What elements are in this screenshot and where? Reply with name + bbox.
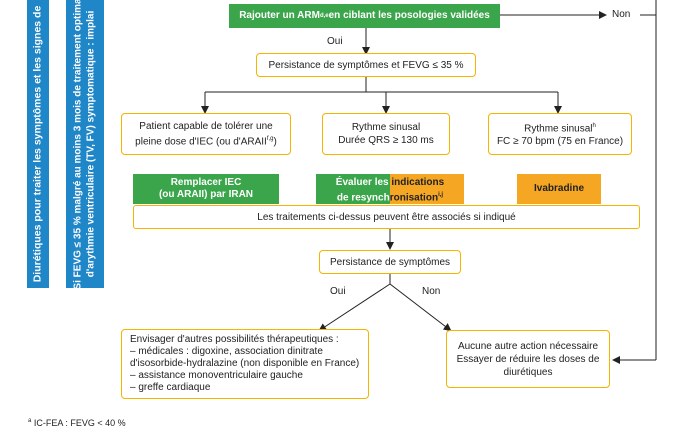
action-right-text: Ivabradine [533, 183, 585, 194]
branch-right-line2: FC ≥ 70 bpm (75 en France) [496, 136, 624, 148]
footnote-text: IC-FEA : FEVG < 40 % [31, 418, 126, 428]
add-arm-text2: en ciblant les posologies validées [328, 10, 490, 21]
action-mid-o2: ronisation [389, 192, 439, 204]
bottom-left-line-3: d'isosorbide-hydralazine (non disponible… [130, 358, 360, 369]
persistance-text-1: Persistance de symptômes et FEVG ≤ 35 % [268, 59, 464, 71]
label-non-2: Non [422, 286, 441, 297]
branch-box-right: Rythme sinusalh FC ≥ 70 bpm (75 en Franc… [488, 113, 632, 155]
bottom-right-line-3: diurétiques [503, 366, 553, 378]
bottom-left-line-2: – médicales : digoxine, association dini… [130, 346, 323, 357]
action-mid-g1: Évaluer les [335, 177, 392, 188]
branch-right-line1: Rythme sinusal [524, 123, 593, 135]
branch-box-left: Patient capable de tolérer une pleine do… [121, 113, 291, 155]
arrow-oui-bottom [318, 283, 391, 332]
branch-right-sup: h [592, 122, 596, 129]
persistance-box-2: Persistance de symptômes [319, 250, 461, 274]
footnote: a IC-FEA : FEVG < 40 % [28, 418, 126, 428]
bottom-right-line-1: Aucune autre action nécessaire [457, 340, 599, 352]
label-oui-1: Oui [327, 36, 343, 47]
action-box-right: Ivabradine [517, 174, 601, 204]
action-mid-orange-bg [390, 174, 464, 204]
action-left-line2: (ou ARAII) par IRAN [158, 189, 254, 200]
add-arm-text: Rajouter un ARM [239, 10, 320, 21]
side-bar-icd: Si FEVG ≤ 35 % malgré au moins 3 mois de… [66, 0, 104, 290]
branch-left-line1: Patient capable de tolérer une [139, 120, 273, 132]
label-non-top: Non [612, 9, 631, 20]
action-mid-g2: de resynch [336, 192, 390, 204]
action-box-left: Remplacer IEC (ou ARAII) par IRAN [133, 174, 279, 204]
branch-box-mid: Rythme sinusal Durée QRS ≥ 130 ms [322, 113, 450, 155]
action-mid-row1: Évaluer les indications [316, 177, 464, 189]
branch-left-line2: pleine dose d'IEC (ou d'ARAII [135, 136, 267, 148]
action-left-line1: Remplacer IEC [170, 177, 242, 188]
branch-left-sup: f,g [266, 135, 274, 142]
action-mid-o1: indications [391, 177, 445, 188]
bottom-right-box: Aucune autre action nécessaire Essayer d… [446, 330, 610, 388]
branch-left-line2-wrap: pleine dose d'IEC (ou d'ARAIIf,g) [135, 133, 277, 148]
arrow-non-bottom [389, 283, 452, 332]
footnote-sup: a [28, 418, 32, 424]
label-oui-2: Oui [330, 286, 346, 297]
branch-mid-line2: Durée QRS ≥ 130 ms [338, 135, 434, 146]
bottom-left-line-5: – greffe cardiaque [130, 382, 211, 393]
persistance-box-1: Persistance de symptômes et FEVG ≤ 35 % [256, 53, 476, 77]
branch-left-line2-end: ) [273, 136, 277, 148]
persistance-text-2: Persistance de symptômes [329, 256, 451, 268]
branch-mid-line1: Rythme sinusal [351, 122, 421, 133]
combine-text: Les traitements ci-dessus peuvent être a… [257, 211, 516, 223]
bottom-left-box: Envisager d'autres possibilités thérapeu… [121, 329, 369, 399]
action-mid-row2: de resynchronisationi,j [316, 189, 464, 204]
bottom-left-line-4: – assistance monoventriculaire gauche [130, 370, 303, 381]
combine-box: Les traitements ci-dessus peuvent être a… [133, 205, 640, 229]
action-box-mid: Évaluer les indications de resynchronisa… [316, 174, 464, 204]
add-arm-sup: d,e [319, 13, 329, 19]
bottom-left-line-1: Envisager d'autres possibilités thérapeu… [130, 334, 339, 345]
action-mid-green-bg [316, 174, 390, 204]
action-mid-text: Évaluer les indications de resynchronisa… [316, 177, 464, 204]
branch-right-line1-wrap: Rythme sinusalh [524, 120, 596, 135]
bottom-right-line-2: Essayer de réduire les doses de [456, 353, 600, 365]
side-bar-diuretics: Diurétiques pour traiter les symptômes e… [27, 0, 49, 288]
action-mid-sup: i,j [438, 192, 444, 198]
